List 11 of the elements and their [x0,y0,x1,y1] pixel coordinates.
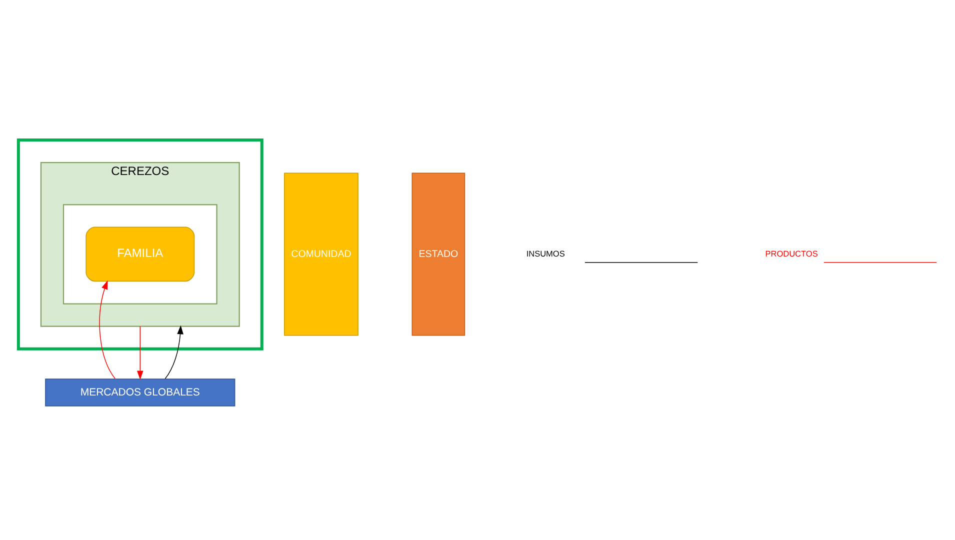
node-box: ESTADO [412,172,466,336]
cluster [16,138,264,350]
node-box: COMUNIDAD [284,172,358,336]
node-box: MERCADOS GLOBALES [45,378,236,406]
cluster [62,204,218,304]
arrow [99,280,116,380]
node-box: FAMILIA [86,226,195,282]
legend-label: INSUMOS [526,250,565,259]
arrow [164,325,184,380]
arrow [136,326,144,380]
legend-label: PRODUCTOS [765,250,818,259]
